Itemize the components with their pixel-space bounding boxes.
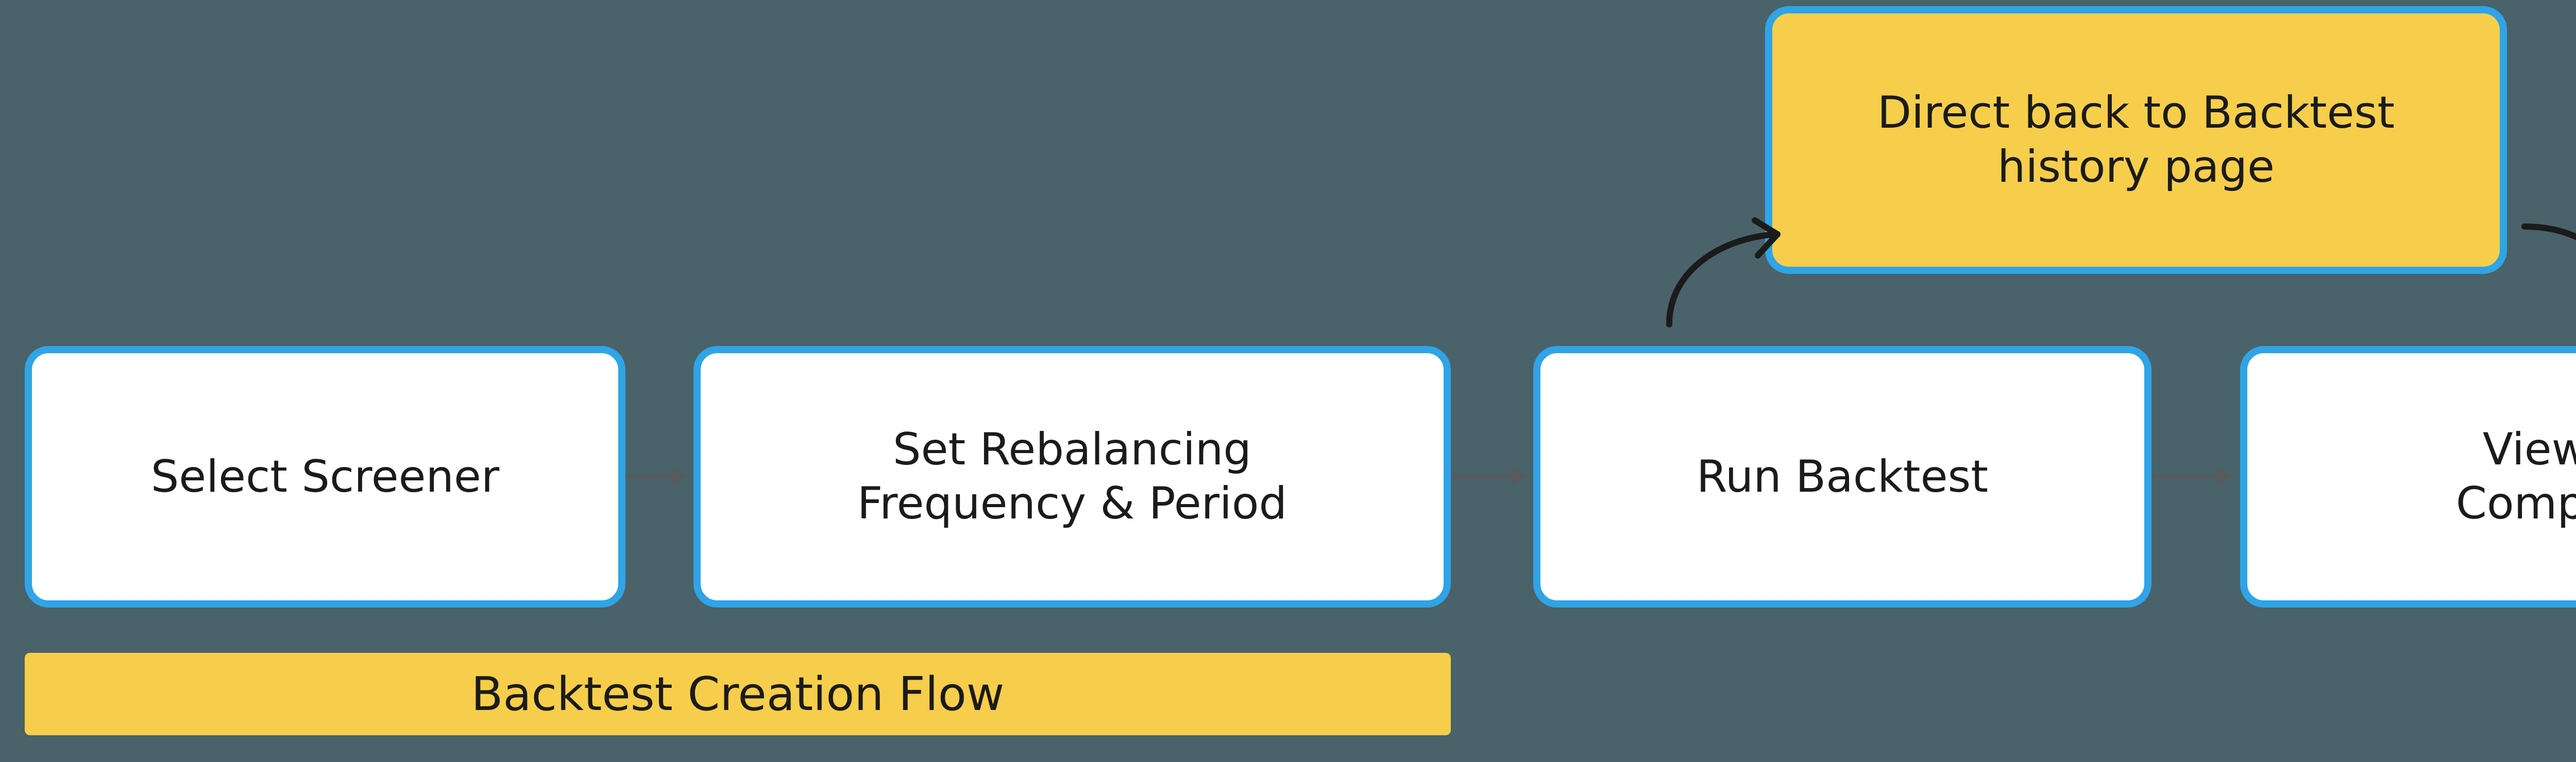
node-select-screener-label: Select Screener <box>150 451 500 503</box>
legend-backtest-creation-flow: Backtest Creation Flow <box>25 653 1451 735</box>
node-run-backtest[interactable]: Run Backtest <box>1533 346 2151 608</box>
node-set-rebalancing[interactable]: Set Rebalancing Frequency & Period <box>693 346 1451 608</box>
connector-select-to-rebalancing <box>626 469 686 485</box>
curved-arrow-up <box>1666 217 1781 327</box>
node-view-result-text: View Backtest Result with Company’s Earn… <box>2456 423 2576 531</box>
node-view-result[interactable]: View Backtest Result with Company’s Earn… <box>2240 346 2576 608</box>
connector-rebalancing-to-run <box>1452 469 1526 485</box>
node-direct-back-line2: history page <box>1997 141 2275 193</box>
node-direct-back-text: Direct back to Backtest history page <box>1877 86 2395 194</box>
node-direct-back-line1: Direct back to Backtest <box>1877 87 2395 139</box>
node-view-result-line1: View Backtest Result with <box>2482 424 2576 476</box>
node-set-rebalancing-line1: Set Rebalancing <box>892 424 1252 476</box>
legend-label: Backtest Creation Flow <box>471 667 1005 721</box>
connector-run-to-view <box>2153 469 2232 485</box>
curved-arrow-down <box>2521 223 2576 240</box>
node-direct-back[interactable]: Direct back to Backtest history page <box>1765 6 2507 274</box>
node-set-rebalancing-line2: Frequency & Period <box>857 478 1287 529</box>
node-set-rebalancing-text: Set Rebalancing Frequency & Period <box>857 423 1287 531</box>
node-view-result-line2: Company’s Earning Ranking <box>2455 478 2576 529</box>
node-run-backtest-label: Run Backtest <box>1696 451 1989 503</box>
node-select-screener[interactable]: Select Screener <box>25 346 625 608</box>
